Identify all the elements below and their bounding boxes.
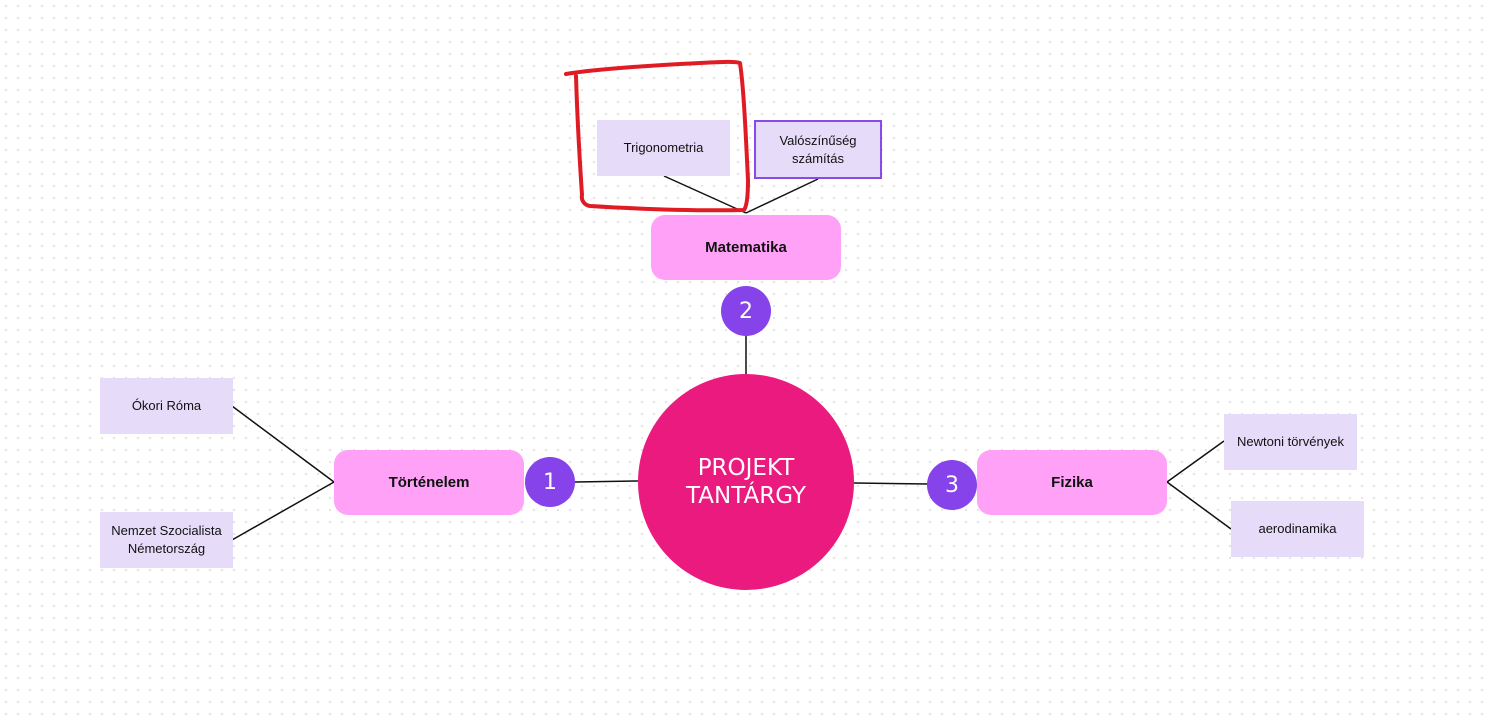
topic-math-label: Matematika [705, 239, 787, 256]
topic-math[interactable]: Matematika [651, 215, 841, 280]
leaf-ancient-rome[interactable]: Ókori Róma [100, 378, 233, 434]
leaf-trigonometry-label: Trigonometria [623, 140, 704, 155]
annotation-stroke [564, 59, 750, 213]
connector-history-rome [231, 405, 335, 483]
leaf-ancient-rome-label: Ókori Róma [131, 398, 202, 413]
central-node-label-line2: TANTÁRGY [686, 483, 806, 509]
connector-math-probability [745, 178, 819, 214]
connector-physics-aerodynamics [1166, 481, 1232, 530]
leaf-probability-label-line2: számítás [791, 150, 844, 166]
connector-math-trigonometry [663, 175, 747, 214]
topic-physics-label: Fizika [1051, 474, 1093, 491]
connector-history-germany [231, 481, 335, 541]
badge-physics-number[interactable]: 3 [927, 460, 977, 510]
central-node-label-line1: PROJEKT [697, 455, 795, 481]
central-node[interactable]: PROJEKT TANTÁRGY [638, 374, 854, 590]
leaf-nazi-germany-label-line2: Németország [127, 541, 206, 556]
badge-math-number[interactable]: 2 [721, 286, 771, 336]
topic-physics[interactable]: Fizika [977, 450, 1167, 515]
leaf-trigonometry[interactable]: Trigonometria [597, 120, 730, 176]
leaf-nazi-germany[interactable]: Nemzet Szocialista Németország [100, 512, 233, 568]
leaf-aerodynamics-label: aerodinamika [1258, 521, 1337, 536]
leaf-newton-laws[interactable]: Newtoni törvények [1224, 414, 1357, 470]
badge-math-number-label: 2 [739, 298, 753, 324]
badge-history-number[interactable]: 1 [525, 457, 575, 507]
badge-physics-number-label: 3 [945, 472, 959, 498]
leaf-aerodynamics[interactable]: aerodinamika [1231, 501, 1364, 557]
badge-history-number-label: 1 [543, 469, 557, 495]
leaf-newton-laws-label: Newtoni törvények [1237, 434, 1344, 449]
leaf-probability-label-line1: Valószínűség [779, 132, 857, 148]
connector-center-history [574, 480, 639, 483]
topic-history-label: Történelem [388, 474, 470, 491]
topic-history[interactable]: Történelem [334, 450, 524, 515]
connector-center-physics [853, 482, 929, 485]
leaf-nazi-germany-label-line1: Nemzet Szocialista [111, 523, 222, 538]
connector-physics-newton [1166, 440, 1225, 483]
leaf-probability[interactable]: Valószínűség számítás [754, 120, 882, 179]
